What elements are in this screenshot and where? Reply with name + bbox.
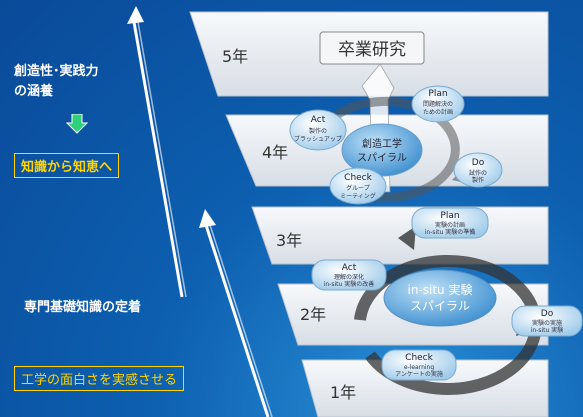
year-label-3: 3年: [276, 231, 302, 250]
creativity-heading-line1: 創造性･実践力: [14, 64, 99, 79]
creativity-heading: 創造性･実践力 の涵養: [14, 62, 99, 102]
lower-do-sub1: 実験の実施: [532, 319, 562, 327]
knowledge-to-wisdom-box: 知識から知恵へ: [14, 153, 120, 178]
lower-plan-sub2: in-situ 実験の準備: [425, 228, 476, 236]
down-arrow-icon: [66, 114, 88, 134]
upper-do-sub2: 製作: [472, 176, 484, 184]
lower-check-title: Check: [405, 353, 433, 363]
year-label-2: 2年: [300, 305, 326, 324]
upper-plan-node: [411, 85, 465, 123]
lower-spiral-title-1: in-situ 実験: [408, 282, 473, 297]
lower-act-node: [311, 259, 387, 291]
upper-act-sub1: 製作の: [309, 127, 327, 135]
lower-plan-node: [411, 207, 489, 239]
lower-spiral: in-situ 実験 スパイラル Plan 実験の計画 in-situ 実験の準…: [311, 207, 583, 395]
upper-check-node: [329, 167, 387, 205]
lower-check-sub2: アンケートの実施: [395, 370, 443, 378]
lower-do-title: Do: [541, 309, 554, 319]
progress-arrow-upper: [127, 6, 187, 298]
capstone-label: 卒業研究: [338, 40, 406, 60]
upper-check-title: Check: [344, 173, 372, 183]
upper-plan-title: Plan: [428, 89, 447, 99]
year-label-4: 4年: [262, 143, 288, 162]
capstone-box: [319, 31, 425, 65]
lower-check-node: [381, 349, 457, 381]
upper-plan-sub2: ための計画: [423, 108, 453, 116]
upper-do-node: [453, 152, 503, 188]
lower-act-sub1: 理解の深化: [334, 273, 364, 281]
upper-spiral-title-2: スパイラル: [357, 152, 407, 164]
lower-do-node: [511, 305, 583, 337]
lower-spiral-center: [383, 269, 497, 327]
fundamentals-heading: 専門基礎知識の定着: [24, 300, 142, 315]
upper-spiral: 創造工学 スパイラル Plan 問題解決の ための計画 Do 試作の 製作 Ch…: [289, 85, 503, 205]
upper-act-title: Act: [311, 115, 326, 125]
upper-do-title: Do: [472, 158, 485, 168]
lower-act-title: Act: [342, 263, 357, 273]
lower-plan-title: Plan: [440, 211, 459, 221]
lower-check-sub1: e-learning: [404, 364, 435, 371]
upper-spiral-title-1: 創造工学: [362, 137, 402, 150]
lower-act-sub2: in-situ 実験の改善: [324, 280, 375, 288]
lower-plan-sub1: 実験の計画: [435, 221, 465, 229]
progress-arrow-lower: [199, 209, 273, 417]
upper-check-sub1: グループ: [346, 184, 370, 192]
upper-act-sub2: ブラッシュアップ: [294, 135, 342, 143]
upper-do-sub1: 試作の: [469, 169, 487, 177]
year-label-1: 1年: [330, 383, 356, 402]
creativity-heading-line2: の涵養: [14, 84, 54, 99]
lower-do-sub2: in-situ 実験: [531, 326, 564, 334]
engineering-fun-box: 工学の面白さを実感させる: [14, 366, 185, 391]
upper-plan-sub1: 問題解決の: [423, 100, 453, 108]
upper-check-sub2: ミーティング: [340, 192, 376, 200]
lower-spiral-title-2: スパイラル: [410, 299, 470, 313]
upper-act-node: [289, 109, 347, 151]
year-label-5: 5年: [222, 47, 248, 66]
